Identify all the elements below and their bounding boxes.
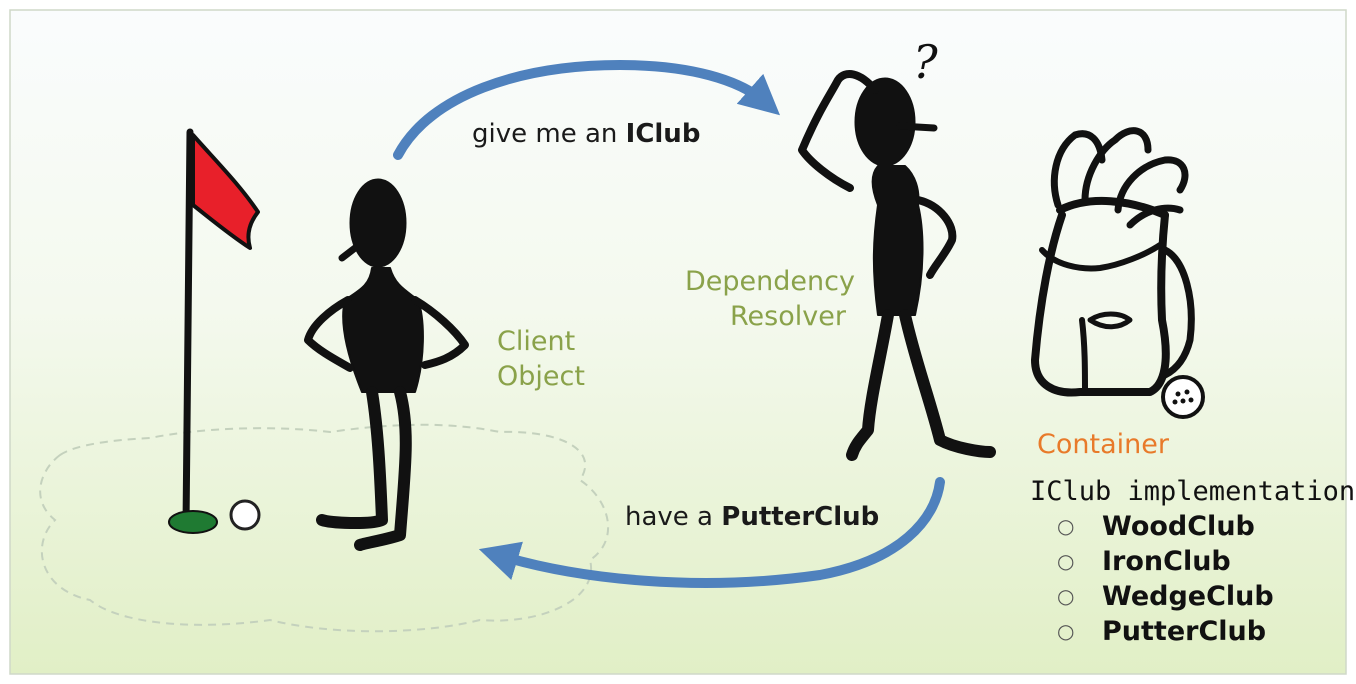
implementations-heading: IClub implementations: — [1030, 476, 1356, 507]
response-label: have a PutterClub — [625, 502, 879, 532]
golf-bag-icon — [1031, 127, 1195, 397]
resolver-figure-icon — [798, 70, 996, 461]
list-item-bullet: ○ — [1057, 549, 1074, 573]
client-label-line1: Client — [497, 326, 575, 357]
list-item-bullet: ○ — [1057, 514, 1074, 538]
client-label-line2: Object — [497, 361, 585, 392]
implementations-list: ○ WoodClub ○ IronClub ○ WedgeClub ○ Putt… — [1057, 511, 1274, 647]
list-item: WedgeClub — [1102, 581, 1274, 612]
response-label-prefix: have a — [625, 502, 721, 532]
client-figure-icon — [304, 178, 469, 551]
request-label-emphasis: IClub — [626, 119, 701, 149]
flag-icon — [168, 128, 260, 534]
question-mark: ? — [913, 35, 938, 89]
resolver-label-line2: Resolver — [730, 301, 847, 332]
list-item: PutterClub — [1102, 616, 1266, 647]
golf-ball-small-icon — [1161, 375, 1205, 419]
putting-green-outline — [39, 423, 609, 633]
response-label-emphasis: PutterClub — [721, 502, 879, 532]
request-arrow — [393, 59, 781, 160]
response-arrow — [478, 477, 945, 588]
list-item: WoodClub — [1102, 511, 1255, 542]
list-item: IronClub — [1102, 546, 1231, 577]
golf-ball-icon — [229, 499, 261, 531]
resolver-label-line1: Dependency — [685, 266, 855, 297]
background-panel — [9, 9, 1347, 675]
container-label: Container — [1037, 429, 1170, 460]
request-label-prefix: give me an — [472, 119, 626, 149]
request-label: give me an IClub — [472, 119, 700, 149]
list-item-bullet: ○ — [1057, 584, 1074, 608]
list-item-bullet: ○ — [1057, 619, 1074, 643]
